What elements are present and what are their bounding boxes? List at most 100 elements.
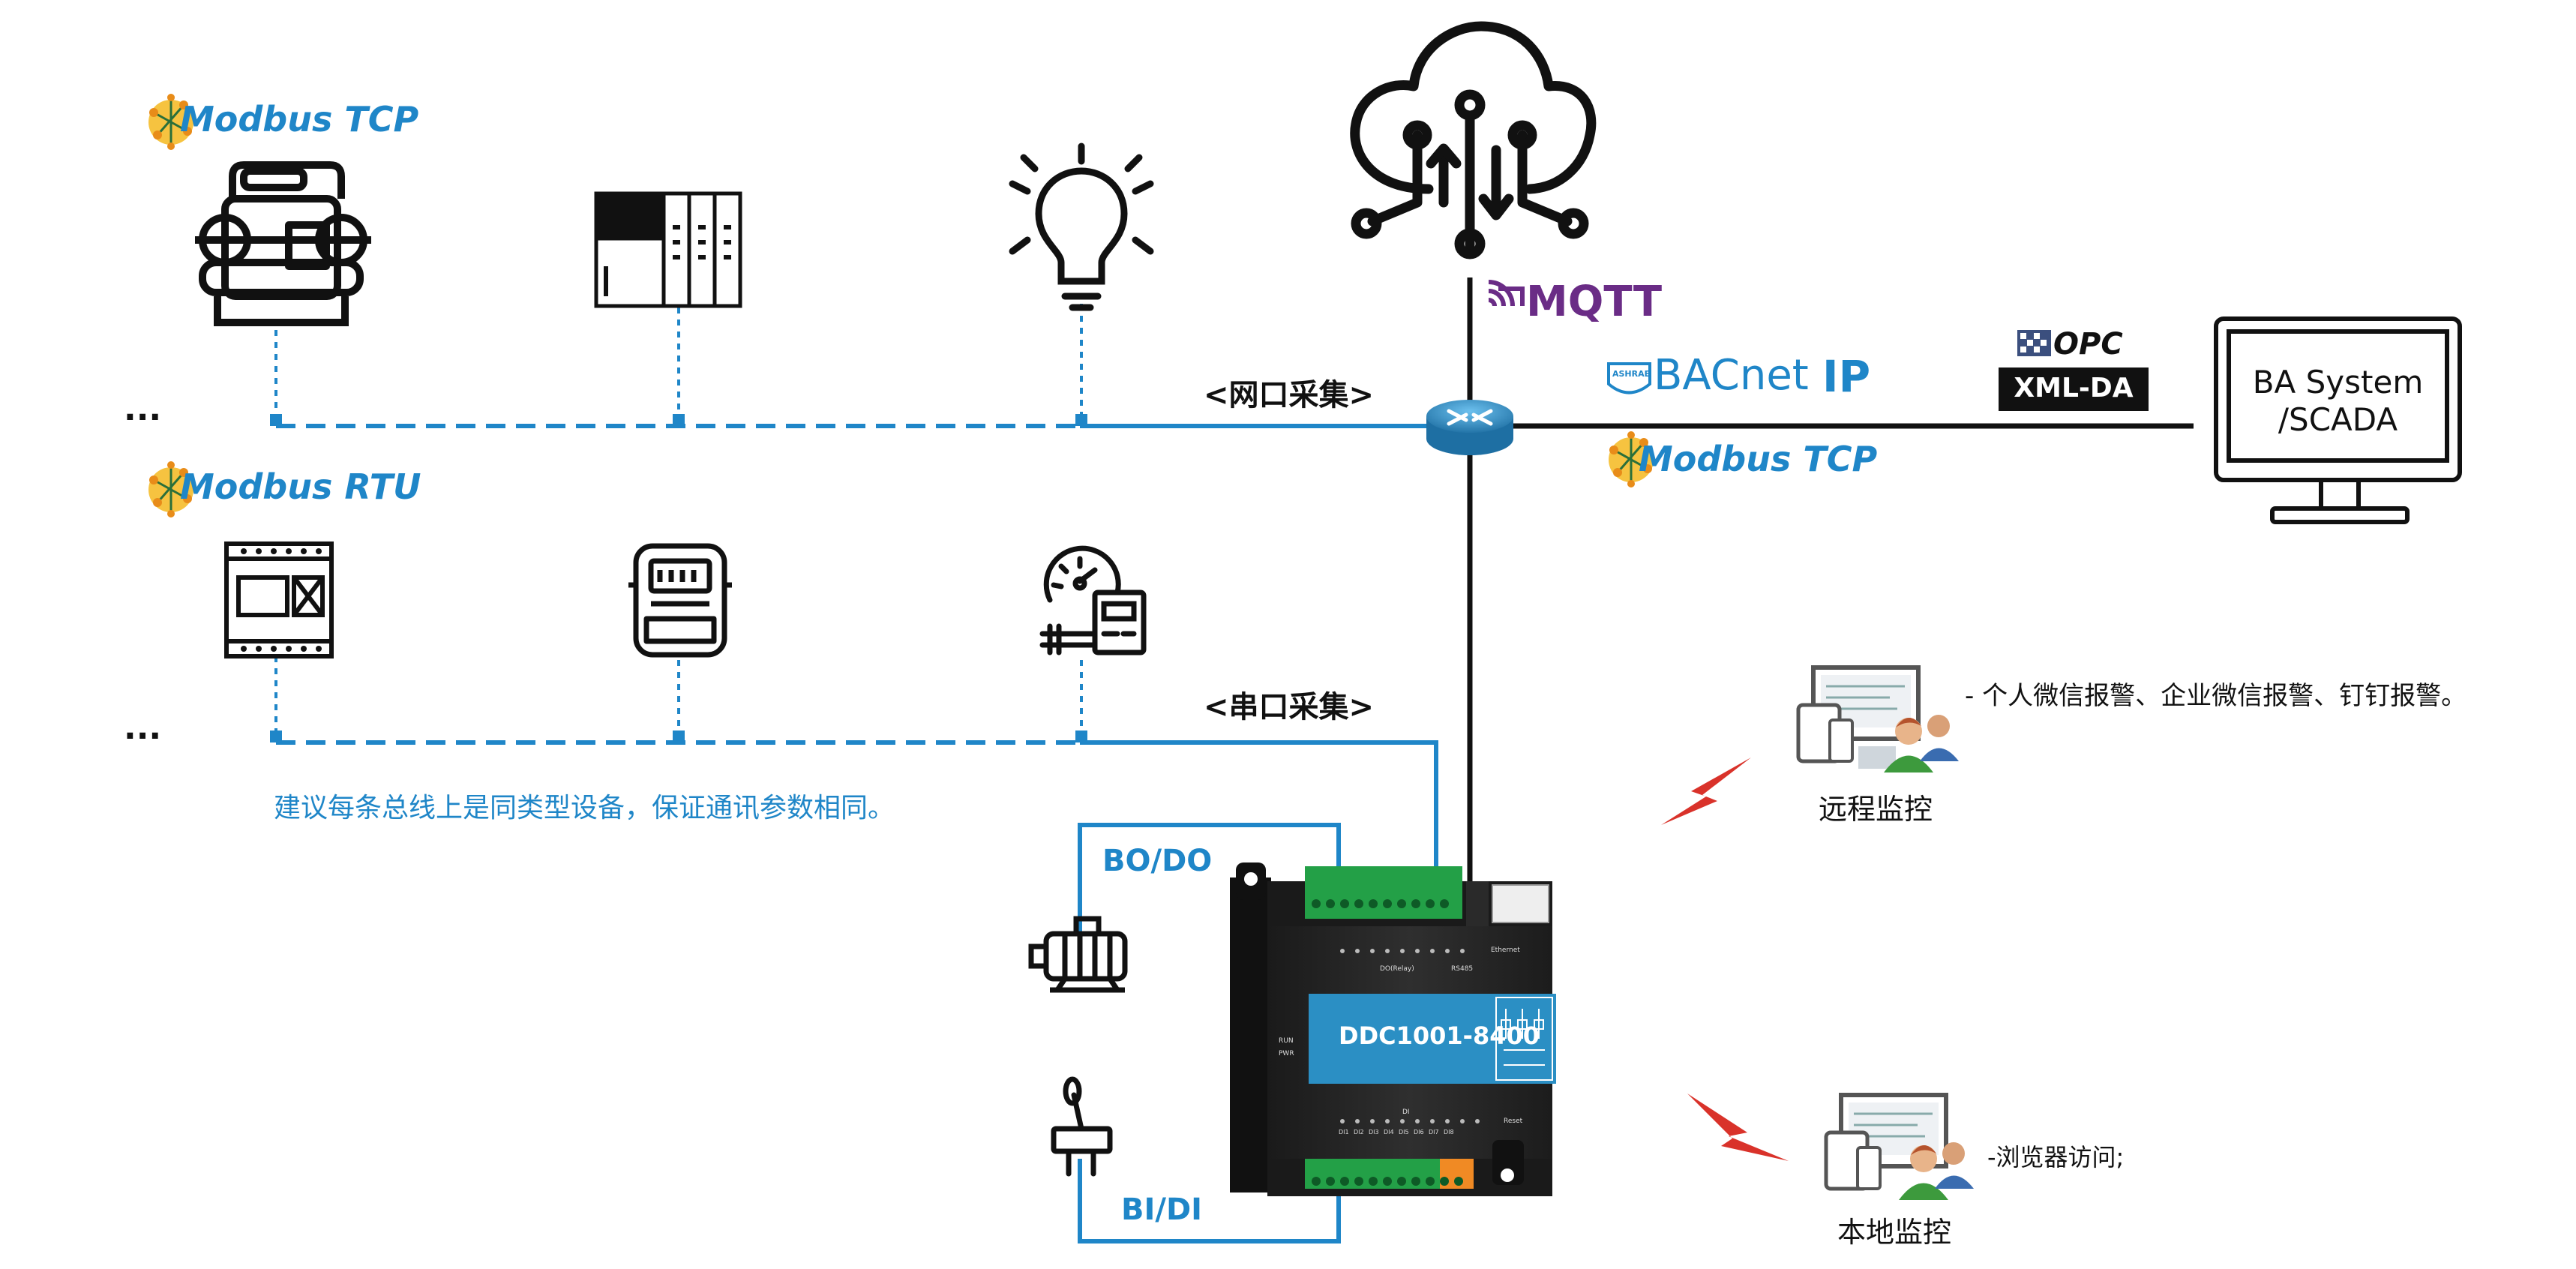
remote-monitor-label: 远程监控 [1819, 793, 1933, 826]
ba-system-monitor [2214, 316, 2462, 524]
serial-bus-drops [270, 730, 1087, 742]
din-meter-icon [224, 542, 334, 658]
xml-da-label: XML-DA [2014, 373, 2134, 404]
indicator-led [1400, 949, 1405, 953]
local-monitor-icon [1824, 1093, 1974, 1200]
opc-label: OPC [2053, 327, 2123, 362]
network-collect-label: <网口采集> [1204, 378, 1375, 412]
terminal-screw [1426, 1177, 1435, 1186]
mqtt-label: MQTT [1526, 278, 1663, 326]
trunk-lines [1467, 278, 2194, 885]
indicator-led [1370, 1119, 1375, 1124]
bus-note: 建议每条总线上是同类型设备，保证通讯参数相同。 [274, 793, 895, 824]
device-ethernet-label: Ethernet [1491, 946, 1520, 954]
device-di-terminal-label: DI8 [1444, 1129, 1454, 1136]
indicator-led [1460, 1119, 1465, 1124]
modbus-tcp-right-logo-icon [1609, 431, 1654, 488]
local-access-text: -浏览器访问; [1987, 1143, 2125, 1172]
toggle-switch-icon [1051, 1076, 1113, 1177]
modbus-tcp-left-label: Modbus TCP [180, 99, 419, 140]
modbus-tcp-right-label: Modbus TCP [1639, 439, 1878, 479]
terminal-screw [1354, 1177, 1363, 1186]
indicator-led [1475, 1119, 1480, 1124]
device-do-relay-label: DO(Relay) [1380, 965, 1414, 973]
terminal-screw [1383, 899, 1392, 908]
device-di-terminal-label: DI2 [1354, 1129, 1364, 1136]
terminal-screw [1369, 1177, 1378, 1186]
local-lightning-icon [1687, 1094, 1789, 1161]
device-pwr-label: PWR [1279, 1050, 1294, 1058]
terminal-screw [1312, 899, 1321, 908]
mqtt-logo-icon [1488, 280, 1525, 307]
terminal-screw [1383, 1177, 1392, 1186]
device-reset-label: Reset [1504, 1118, 1523, 1125]
device-di-terminal-label: DI6 [1414, 1129, 1424, 1136]
local-monitor-label: 本地监控 [1837, 1216, 1952, 1249]
indicator-led [1460, 949, 1465, 953]
indicator-led [1385, 1119, 1390, 1124]
bi-di-wire [1078, 1159, 1341, 1244]
terminal-screw [1426, 899, 1435, 908]
device-run-label: RUN [1279, 1037, 1294, 1045]
device-di-label: DI [1402, 1108, 1410, 1116]
terminal-screw [1369, 899, 1378, 908]
terminal-screw [1340, 899, 1349, 908]
bacnet-label: BACnet [1654, 351, 1809, 400]
indicator-led [1355, 949, 1360, 953]
indicator-led [1415, 1119, 1420, 1124]
opc-logo-icon [2017, 330, 2051, 356]
terminal-screw [1454, 1177, 1463, 1186]
bacnet-ip-label: IP [1822, 351, 1871, 402]
device-label-panel [1309, 994, 1556, 1084]
terminal-screw [1326, 899, 1335, 908]
modbus-rtu-logo-icon [148, 461, 193, 518]
bo-do-wire [1078, 823, 1341, 945]
gauge-icon [1039, 545, 1147, 656]
device-di-terminal-label: DI5 [1399, 1129, 1409, 1136]
indicator-led [1355, 1119, 1360, 1124]
terminal-screw [1411, 899, 1420, 908]
device-top-terminals [1305, 866, 1462, 919]
modbus-rtu-label: Modbus RTU [180, 466, 421, 507]
router-icon [1426, 400, 1513, 455]
terminal-screw [1397, 899, 1406, 908]
terminal-screw [1340, 1177, 1349, 1186]
device-di-terminal-label: DI7 [1429, 1129, 1439, 1136]
device-di-terminal-label: DI1 [1339, 1129, 1349, 1136]
terminal-screw [1354, 899, 1363, 908]
bi-di-label: BI/DI [1121, 1192, 1203, 1227]
indicator-led [1415, 949, 1420, 953]
indicator-led [1400, 1119, 1405, 1124]
terminal-screw [1312, 1177, 1321, 1186]
remote-alarm-text: - 个人微信报警、企业微信报警、钉钉报警。 [1965, 681, 2467, 711]
indicator-led [1340, 1119, 1345, 1124]
ddc-device [1230, 862, 1556, 1196]
ba-system-line1: BA System [2252, 364, 2424, 400]
indicator-led [1385, 949, 1390, 953]
xml-da-badge [1999, 368, 2149, 411]
indicator-led [1340, 949, 1345, 953]
indicator-led [1430, 949, 1435, 953]
indicator-led [1430, 1119, 1435, 1124]
device-di-terminal-label: DI4 [1384, 1129, 1394, 1136]
remote-lightning-icon [1661, 758, 1751, 825]
light-bulb-icon [1009, 142, 1154, 311]
bo-do-label: BO/DO [1102, 844, 1213, 878]
plc-icon [594, 191, 742, 308]
terminal-screw [1411, 1177, 1420, 1186]
cloud-icon [1350, 21, 1597, 260]
remote-monitor-icon [1796, 665, 1959, 772]
ashrae-logo-icon [1607, 362, 1651, 394]
ethernet-bus-drops [270, 414, 1087, 426]
indicator-led [1445, 1119, 1450, 1124]
modbus-tcp-left-logo-icon [148, 94, 193, 150]
indicator-led [1370, 949, 1375, 953]
energy-meter-icon [628, 543, 732, 658]
device-model-label: DDC1001-8400 [1339, 1022, 1540, 1050]
terminal-screw [1440, 1177, 1449, 1186]
ellipsis-top: ... [124, 390, 162, 428]
chiller-icon [195, 161, 371, 326]
serial-collect-label: <串口采集> [1204, 690, 1375, 724]
